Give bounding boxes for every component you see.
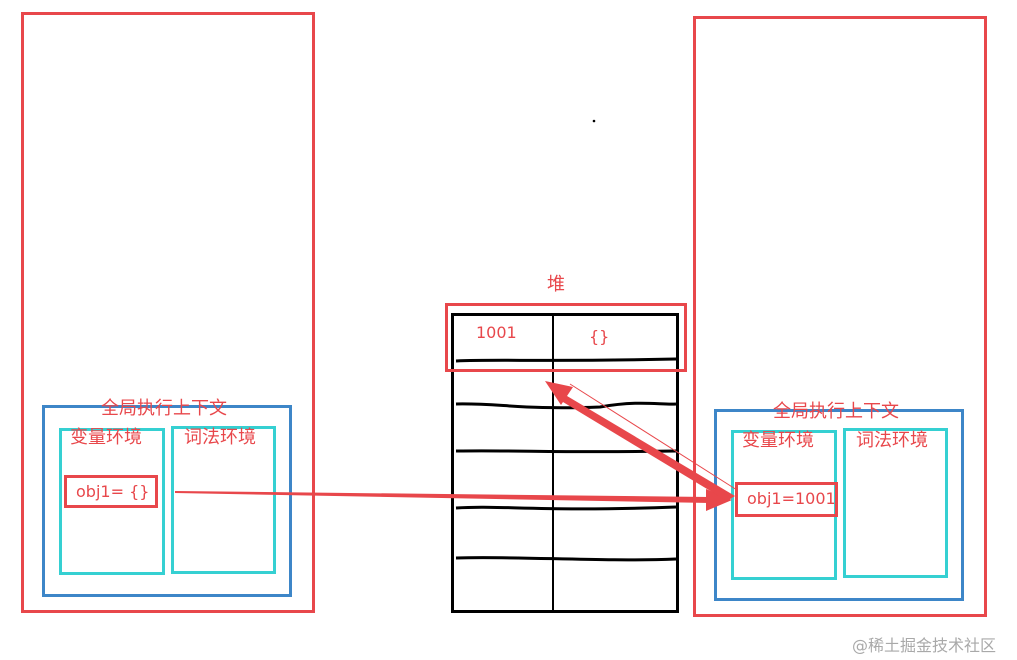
- left-lexical-environment: [171, 426, 276, 574]
- watermark: @稀土掘金技术社区: [852, 636, 997, 655]
- heap-value-cell: {}: [589, 327, 610, 346]
- heap-column-divider: [552, 313, 554, 613]
- binding-transfer-arrow: [175, 489, 732, 511]
- right-variable-env-label: 变量环境: [742, 430, 814, 451]
- heap-reference-arrow: [545, 381, 738, 501]
- left-obj1-binding-box: [64, 475, 158, 508]
- left-lexical-env-label: 词法环境: [184, 427, 256, 448]
- heap-highlighted-row: [445, 303, 687, 372]
- left-variable-environment: [59, 428, 165, 575]
- right-obj1-binding: obj1=1001: [747, 489, 836, 508]
- right-obj1-binding-box: [735, 482, 838, 517]
- left-context-title: 全局执行上下文: [101, 398, 227, 419]
- heap-title: 堆: [547, 274, 565, 295]
- right-lexical-environment: [843, 428, 948, 578]
- right-call-stack-frame: [693, 16, 987, 617]
- left-obj1-binding: obj1= {}: [76, 482, 150, 501]
- left-variable-env-label: 变量环境: [70, 427, 142, 448]
- right-lexical-env-label: 词法环境: [856, 430, 928, 451]
- heap-address-cell: 1001: [476, 323, 517, 342]
- left-call-stack-frame: [21, 12, 315, 613]
- left-global-execution-context: [42, 405, 292, 597]
- right-context-title: 全局执行上下文: [773, 401, 899, 422]
